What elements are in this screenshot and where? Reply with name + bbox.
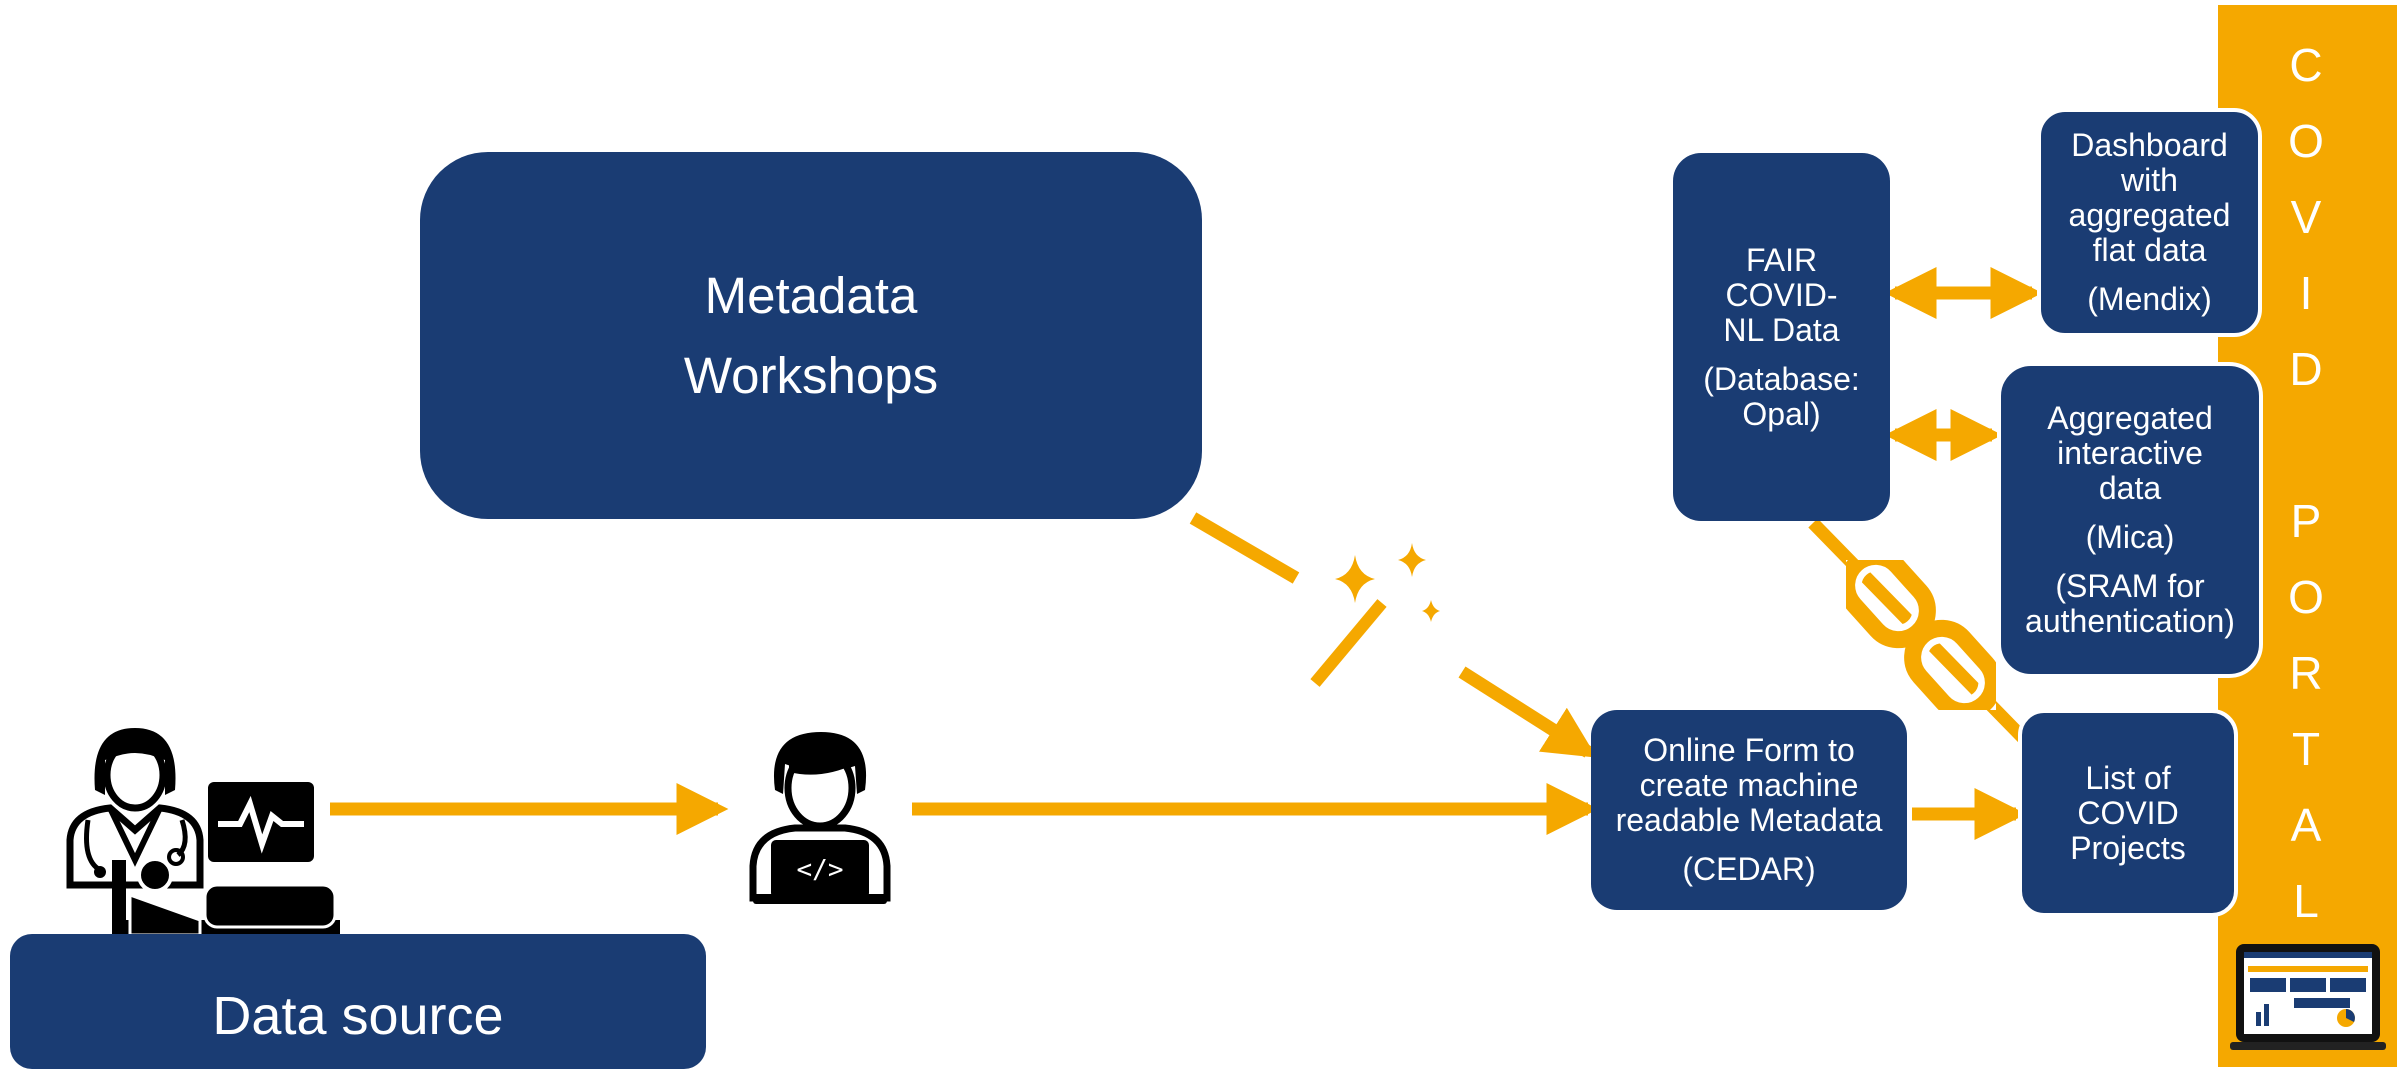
aggregated-interactive-data-box: Aggregated interactive data (Mica) (SRAM…	[1997, 362, 2263, 678]
portal-letter: C	[2289, 39, 2323, 91]
doctor-patient-monitor-icon	[66, 728, 340, 970]
fair-line: Opal)	[1742, 395, 1821, 432]
dashboard-line: with	[2121, 162, 2178, 198]
aggregated-line: (SRAM for	[2055, 568, 2205, 604]
fair-covid-nl-data-box: FAIR COVID- NL Data (Database: Opal)	[1673, 153, 1890, 521]
portal-letter: A	[2290, 799, 2322, 851]
online-form-box: Online Form to create machine readable M…	[1591, 710, 1907, 910]
aggregated-line: authentication)	[2025, 603, 2235, 639]
portal-letter: D	[2289, 343, 2323, 395]
fair-line: COVID-	[1725, 276, 1838, 313]
dashboard-line: Dashboard	[2071, 127, 2228, 163]
data-source-box: Data source	[10, 934, 706, 1069]
portal-letter: I	[2299, 267, 2313, 319]
svg-text:</>: </>	[797, 855, 844, 885]
portal-letter: R	[2289, 647, 2323, 699]
workshops-line: Workshops	[683, 346, 939, 404]
projects-line: Projects	[2070, 829, 2186, 866]
online-form-line: (CEDAR)	[1682, 851, 1816, 887]
aggregated-line: interactive	[2057, 435, 2203, 471]
fair-line: (Database:	[1703, 360, 1860, 397]
metadata-workshops-box: Metadata Workshops	[420, 152, 1202, 519]
dashboard-box: Dashboard with aggregated flat data (Men…	[2037, 108, 2262, 337]
portal-letter: L	[2293, 875, 2319, 927]
projects-line: List of	[2085, 759, 2171, 796]
portal-letter: O	[2288, 571, 2324, 623]
online-form-line: create machine	[1639, 767, 1859, 803]
fair-line: NL Data	[1723, 311, 1840, 348]
aggregated-line: (Mica)	[2085, 519, 2175, 555]
workshops-line: Metadata	[704, 266, 918, 324]
connector-workshops-wand	[1189, 512, 1300, 584]
list-of-covid-projects-box: List of COVID Projects	[2018, 709, 2238, 917]
arrow-wand-to-form	[1458, 666, 1597, 758]
portal-letter: V	[2290, 191, 2322, 243]
fair-line: FAIR	[1745, 241, 1818, 278]
developer-laptop-icon: </>	[749, 732, 891, 904]
aggregated-line: Aggregated	[2047, 400, 2213, 436]
portal-letter: T	[2291, 723, 2321, 775]
portal-letter: P	[2290, 495, 2322, 547]
online-form-line: readable Metadata	[1615, 802, 1883, 838]
dashboard-line: (Mendix)	[2087, 281, 2212, 317]
chain-link-icon	[1846, 560, 1996, 710]
dashboard-line: aggregated	[2068, 197, 2231, 233]
data-source-label: Data source	[212, 985, 504, 1046]
online-form-line: Online Form to	[1643, 732, 1855, 768]
magic-wand-icon	[1310, 543, 1440, 687]
dashboard-line: flat data	[2092, 232, 2207, 268]
projects-line: COVID	[2077, 794, 2179, 831]
aggregated-line: data	[2098, 470, 2162, 506]
laptop-dashboard-icon	[2230, 944, 2386, 1050]
portal-letter: O	[2288, 115, 2324, 167]
